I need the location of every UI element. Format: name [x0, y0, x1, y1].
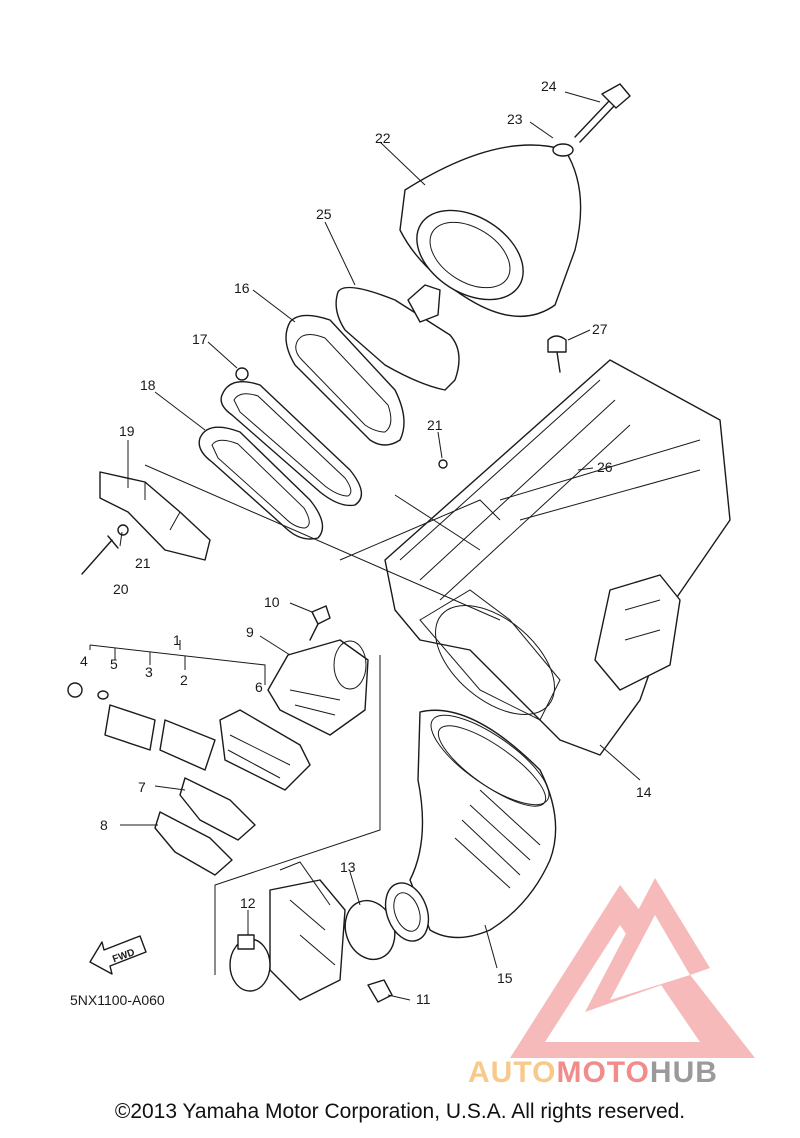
callout-13: 13	[340, 859, 356, 875]
cover-plate	[99, 471, 211, 561]
callout-19: 19	[119, 423, 135, 439]
bolt-20	[81, 535, 119, 575]
callout-5: 5	[110, 656, 118, 672]
callout-8: 8	[100, 817, 108, 833]
air-filter-element	[399, 144, 582, 317]
bolt-27	[547, 335, 567, 373]
callout-7: 7	[138, 779, 146, 795]
callout-9: 9	[246, 624, 254, 640]
air-filter-case	[384, 359, 731, 756]
callout-24: 24	[541, 78, 557, 94]
joint-ring	[198, 426, 324, 540]
watermark-moto: MOTO	[556, 1056, 650, 1089]
clip-11	[367, 979, 393, 1003]
callout-20: 20	[113, 581, 129, 597]
washer-21a	[117, 524, 129, 536]
intake-joint	[409, 709, 557, 939]
callout-27: 27	[592, 321, 608, 337]
callout-15: 15	[497, 970, 513, 986]
clamp-13c	[393, 892, 421, 932]
clamp-12-screw	[237, 934, 255, 950]
callout-25: 25	[316, 206, 332, 222]
callout-12: 12	[240, 895, 256, 911]
callout-17: 17	[192, 331, 208, 347]
gasket-ring	[285, 314, 405, 446]
fwd-arrow-icon: FWD	[89, 935, 147, 975]
callout-26: 26	[597, 459, 613, 475]
washer-23	[552, 143, 574, 157]
gasket-8	[154, 811, 233, 876]
callout-22: 22	[375, 130, 391, 146]
reed-valve-assembly	[219, 709, 311, 791]
callout-14: 14	[636, 784, 652, 800]
callout-2: 2	[180, 672, 188, 688]
reed-stopper-3	[104, 704, 156, 751]
callout-21a: 21	[135, 555, 151, 571]
bolt-10	[309, 605, 331, 641]
callout-16: 16	[234, 280, 250, 296]
washer-21b	[438, 459, 448, 469]
filter-guide	[335, 284, 460, 391]
diagram-code: 5NX1100-A060	[70, 992, 165, 1008]
band-clamp	[220, 367, 363, 507]
callout-4: 4	[80, 653, 88, 669]
callout-18: 18	[140, 377, 156, 393]
washer-5	[97, 690, 109, 700]
callout-6: 6	[255, 679, 263, 695]
screw-4	[67, 682, 83, 698]
callout-21b: 21	[427, 417, 443, 433]
callout-1: 1	[173, 632, 181, 648]
copyright-notice: ©2013 Yamaha Motor Corporation, U.S.A. A…	[114, 1100, 686, 1123]
watermark-hub: HUB	[649, 1056, 718, 1089]
callout-3: 3	[145, 664, 153, 680]
wing-bolt	[574, 83, 631, 143]
callout-23: 23	[507, 111, 523, 127]
carburetor	[269, 861, 346, 1001]
gasket-7	[179, 777, 256, 841]
intake-manifold	[267, 639, 369, 736]
watermark-text: AUTOMOTOHUB	[468, 1056, 798, 1096]
watermark-logo-icon	[510, 878, 755, 1058]
callout-11: 11	[416, 991, 431, 1007]
callout-10: 10	[264, 594, 280, 610]
watermark-auto: AUTO	[468, 1056, 557, 1089]
clamp-13b	[384, 882, 430, 942]
reed-petal-2	[159, 719, 216, 771]
leader-lines	[89, 91, 641, 1001]
